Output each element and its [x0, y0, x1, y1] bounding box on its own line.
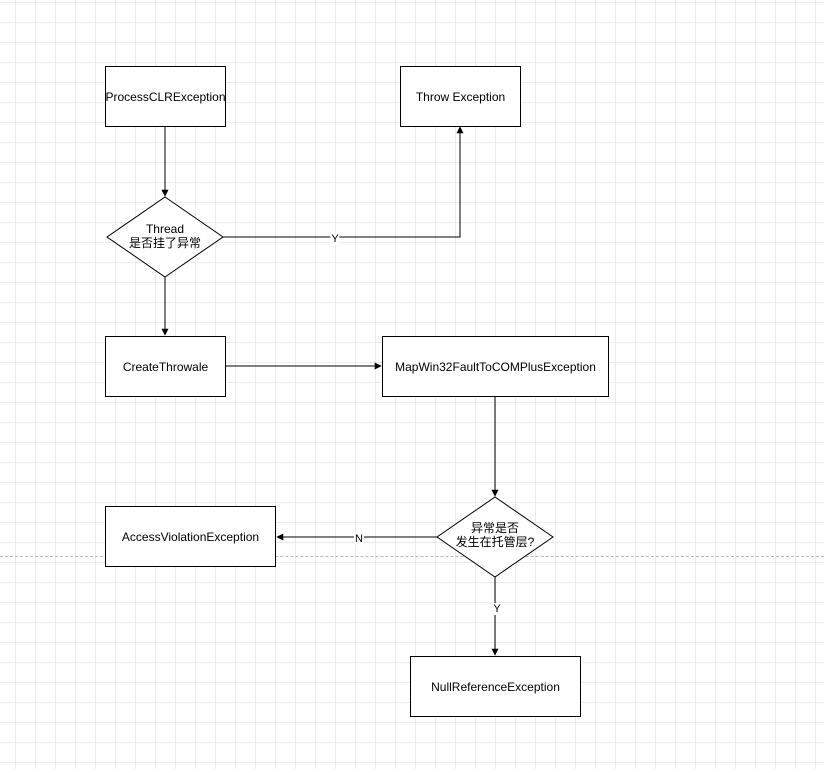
- process-clr-exception-node[interactable]: ProcessCLRException: [105, 66, 226, 127]
- thread-decision-label: Thread 是否挂了异常: [129, 222, 201, 250]
- thread-decision-line-2: 是否挂了异常: [128, 236, 202, 250]
- thread-decision-shape[interactable]: [106, 196, 224, 278]
- null-reference-exception-node[interactable]: NullReferenceException: [410, 656, 581, 717]
- throw-exception-node[interactable]: Throw Exception: [400, 66, 521, 127]
- managed-decision-line-2: 发生在托管层?: [455, 535, 535, 549]
- managed-decision-line-1: 异常是否: [470, 521, 519, 535]
- access-violation-exception-node[interactable]: AccessViolationException: [105, 506, 276, 567]
- edge-thread-to-throw: [223, 126, 464, 238]
- create-throwable-node[interactable]: CreateThrowale: [105, 336, 226, 397]
- managed-decision-label: 异常是否 发生在托管层?: [456, 521, 535, 549]
- map-win32-fault-node[interactable]: MapWin32FaultToCOMPlusException: [382, 336, 609, 397]
- page-break-line: [0, 556, 824, 557]
- thread-decision-line-1: Thread: [145, 222, 185, 236]
- managed-yes-label: Y: [492, 603, 502, 615]
- managed-decision-shape[interactable]: [436, 496, 554, 578]
- thread-yes-label: Y: [330, 233, 340, 245]
- managed-no-label: N: [354, 533, 364, 545]
